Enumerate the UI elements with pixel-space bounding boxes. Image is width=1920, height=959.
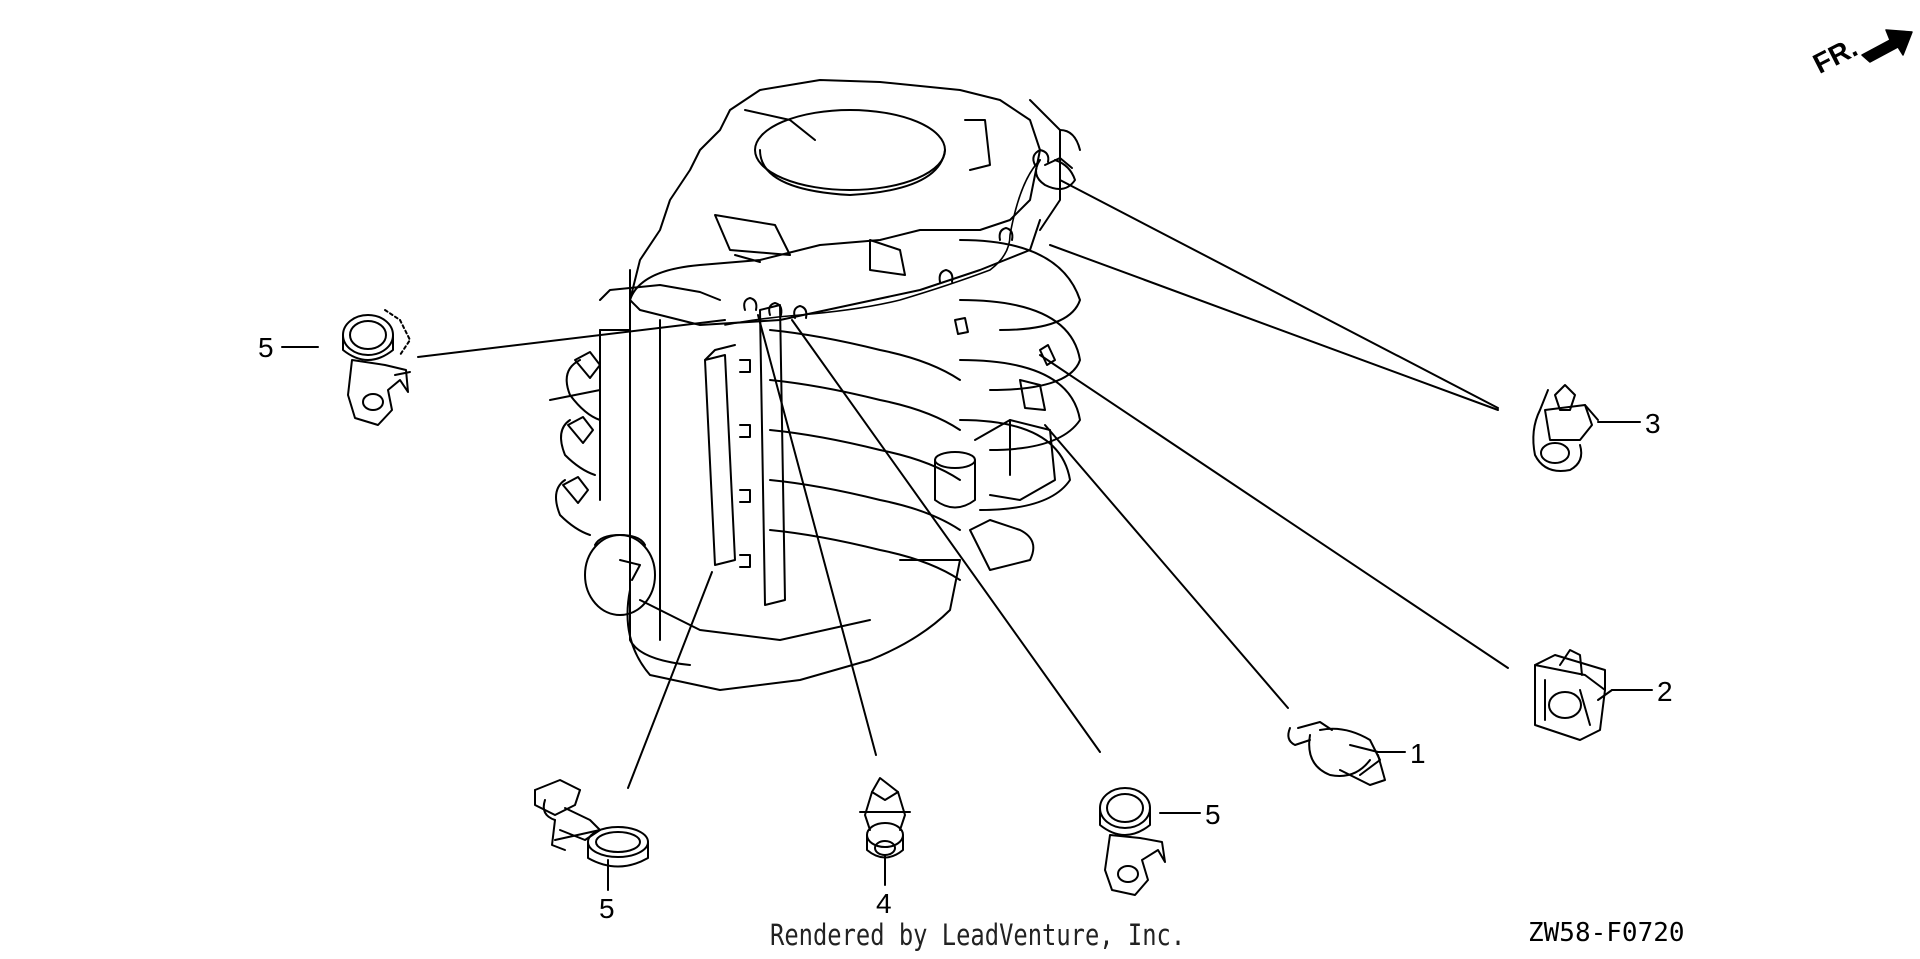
part-5-band-clamp-top-left (343, 310, 410, 425)
part-5-band-clamp-bottom-center (1100, 788, 1165, 895)
callout-part-5-bottom-center: 5 (1205, 799, 1221, 830)
front-direction-arrow-icon (1862, 30, 1912, 62)
callout-part-5-bottom-left: 5 (599, 893, 615, 924)
callout-part-3: 3 (1645, 408, 1661, 439)
callout-part-1: 1 (1410, 738, 1426, 769)
diagram-code: ZW58-F0720 (1528, 918, 1685, 948)
leader-lines (282, 180, 1652, 890)
engine-illustration (550, 80, 1080, 690)
part-2-harness-clip (1535, 650, 1612, 740)
render-credit: Rendered by LeadVenture, Inc. (770, 918, 1186, 952)
callout-part-5-top-left: 5 (258, 332, 274, 363)
part-3-harness-clip (1533, 385, 1598, 471)
callout-part-2: 2 (1657, 676, 1673, 707)
callout-part-4: 4 (876, 888, 892, 919)
part-1-harness-clip (1288, 722, 1385, 785)
part-5-band-clamp-bottom-left (535, 780, 648, 867)
part-4-push-clip (860, 778, 910, 858)
